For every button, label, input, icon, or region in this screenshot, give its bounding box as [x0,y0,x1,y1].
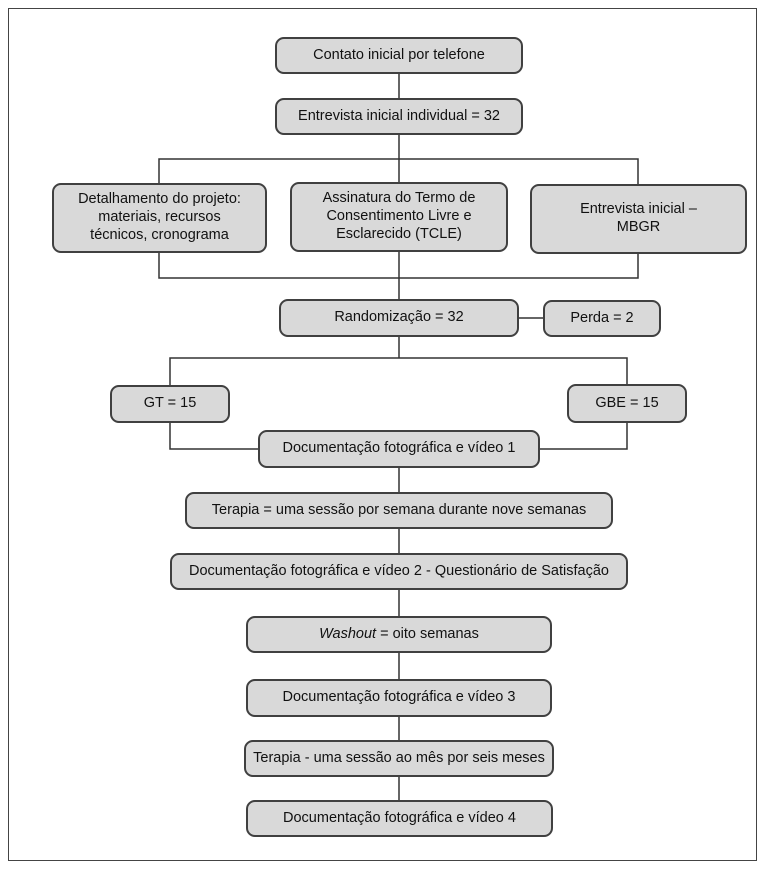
node-label: Perda = 2 [570,309,634,326]
node-documentacao-3: Documentação fotográfica e vídeo 3 [246,679,552,717]
node-label: Contato inicial por telefone [313,46,485,63]
node-documentacao-4: Documentação fotográfica e vídeo 4 [246,800,553,837]
node-label: Documentação fotográfica e vídeo 4 [283,809,516,826]
node-terapia-mensal: Terapia - uma sessão ao mês por seis mes… [244,740,554,777]
washout-rest: = oito semanas [376,625,479,642]
node-washout: Washout = oito semanas [246,616,552,653]
node-label: Entrevista inicial individual = 32 [298,107,500,124]
node-label: Documentação fotográfica e vídeo 2 - Que… [189,562,609,579]
node-documentacao-2: Documentação fotográfica e vídeo 2 - Que… [170,553,628,590]
node-label: Entrevista inicial – MBGR [580,201,697,235]
node-entrevista-mbgr: Entrevista inicial – MBGR [530,184,747,254]
node-label: GBE = 15 [595,394,659,411]
node-label: GT = 15 [143,395,197,412]
node-terapia-semanal: Terapia = uma sessão por semana durante … [185,492,613,529]
node-documentacao-1: Documentação fotográfica e vídeo 1 [258,430,540,468]
node-randomizacao: Randomização = 32 [279,299,519,337]
node-assinatura-tcle: Assinatura do Termo de Consentimento Liv… [290,182,508,252]
node-detalhamento-projeto: Detalhamento do projeto: materiais, recu… [52,183,267,253]
node-label: Randomização = 32 [334,309,464,326]
node-label: Documentação fotográfica e vídeo 1 [282,440,516,457]
node-label: Assinatura do Termo de Consentimento Liv… [322,190,476,242]
node-entrevista-inicial: Entrevista inicial individual = 32 [275,98,523,135]
diagram-border [8,8,757,861]
node-label: Washout = oito semanas [319,626,479,644]
node-label: Terapia - uma sessão ao mês por seis mes… [253,749,545,766]
node-label: Documentação fotográfica e vídeo 3 [282,689,516,706]
node-gt: GT = 15 [110,385,230,423]
node-label: Terapia = uma sessão por semana durante … [211,501,587,518]
node-gbe: GBE = 15 [567,384,687,423]
washout-italic-word: Washout [319,625,377,642]
node-perda: Perda = 2 [543,300,661,337]
node-label: Detalhamento do projeto: materiais, recu… [78,191,241,243]
node-contato-inicial: Contato inicial por telefone [275,37,523,74]
